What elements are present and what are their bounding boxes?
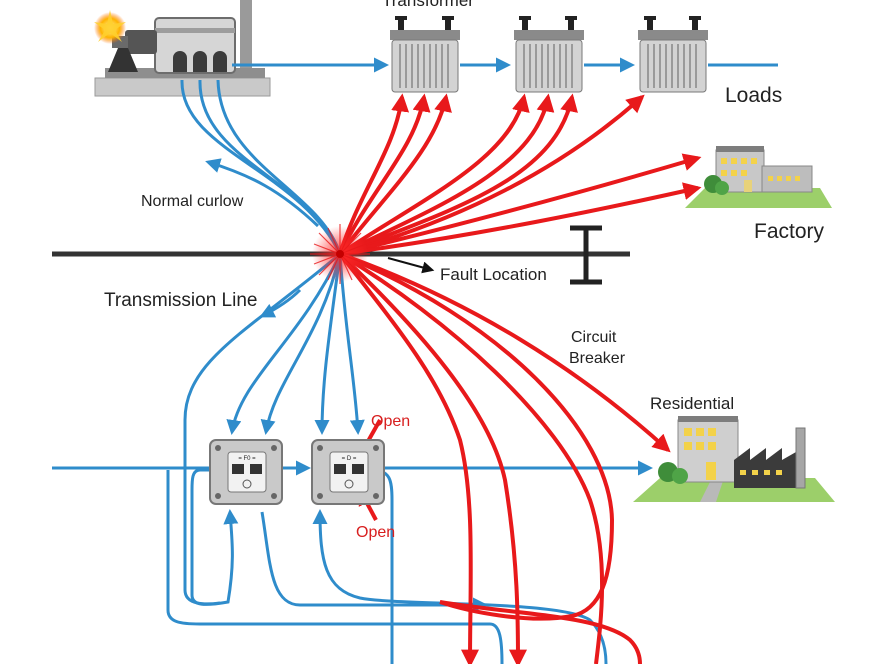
transformer-1-icon (390, 16, 460, 93)
open-label-bottom: Open (356, 524, 395, 541)
circuit-breaker-label-line1: Circuit (571, 329, 617, 346)
svg-text:= D =: = D = (342, 456, 357, 462)
normal-flow-lines (52, 79, 653, 664)
fault-current-lines (338, 93, 702, 664)
loads-label: Loads (725, 84, 782, 107)
normal-flow-label: Normal curlow (141, 193, 244, 210)
fault-location-label: Fault Location (440, 265, 547, 284)
fault-burst-icon (310, 224, 370, 284)
circuit-breaker-2-icon[interactable]: = D = (311, 439, 385, 505)
svg-text:= F0 =: = F0 = (238, 456, 256, 462)
transformer-3-icon (638, 16, 708, 93)
generator-plant-icon (94, 0, 271, 97)
fault-location-arrow (387, 257, 435, 274)
factory-label: Factory (754, 220, 825, 243)
residential-building-icon (633, 416, 835, 502)
transmission-line-label: Transmission Line (104, 290, 257, 311)
residential-label: Residential (650, 394, 734, 413)
open-label-top: Open (371, 413, 410, 430)
transformer-label: Transformer (382, 0, 474, 10)
circuit-breaker-1-icon[interactable]: = F0 = (209, 439, 283, 505)
circuit-breaker-label-line2: Breaker (569, 350, 626, 367)
transformer-2-icon (514, 16, 584, 93)
factory-building-icon (685, 146, 832, 208)
